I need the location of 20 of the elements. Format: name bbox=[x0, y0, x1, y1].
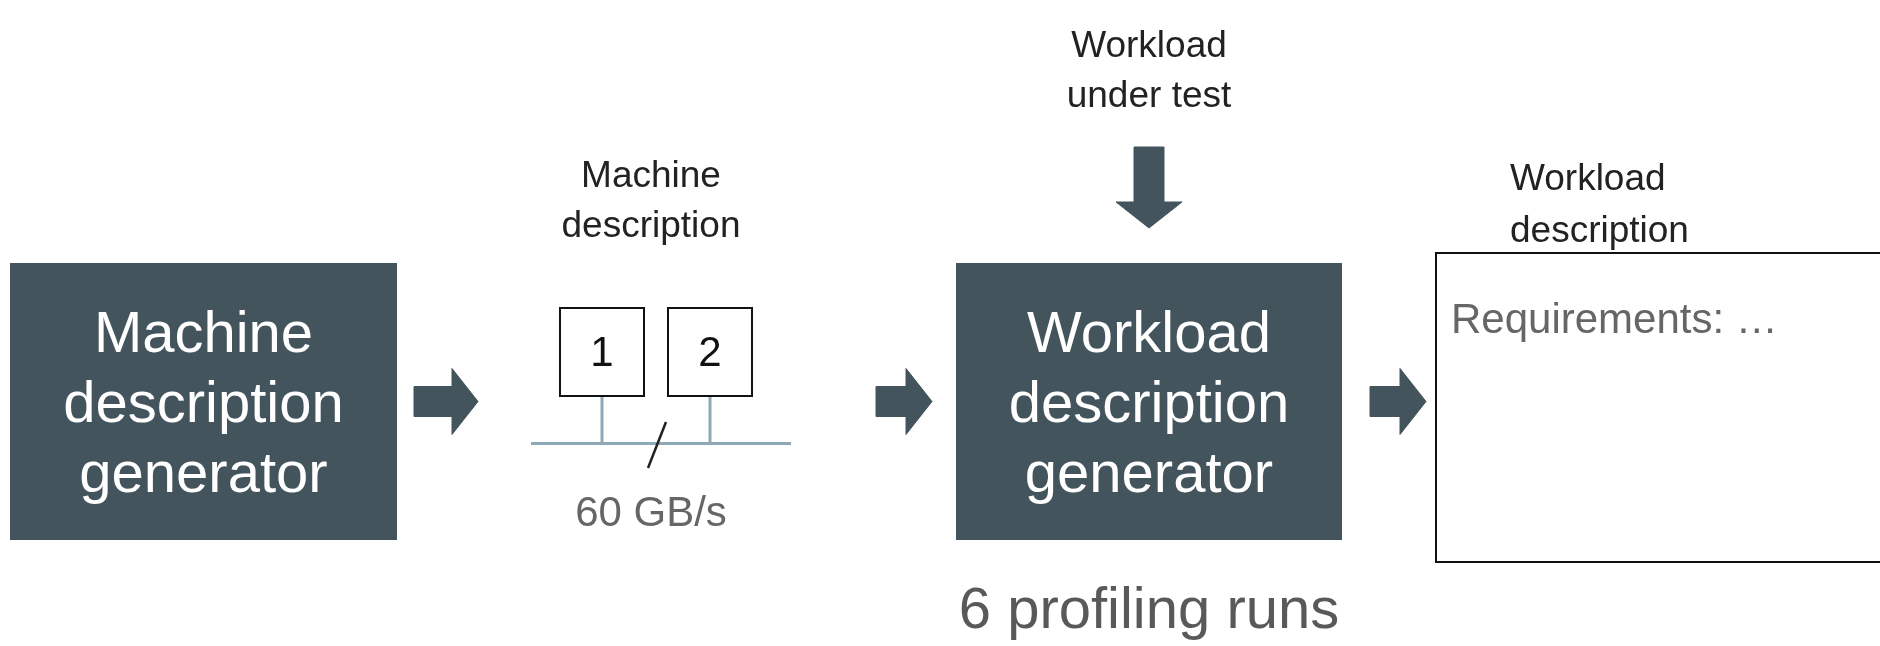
block-arrow bbox=[875, 368, 933, 435]
connector-line bbox=[600, 397, 604, 442]
block-arrow bbox=[413, 368, 479, 435]
heading: Workload description bbox=[1510, 156, 1690, 252]
heading: Machine description bbox=[560, 153, 742, 247]
connector-line bbox=[708, 397, 712, 442]
processor-number: 2 bbox=[698, 328, 722, 376]
process-box bbox=[10, 263, 397, 540]
bandwidth-label: 60 GB/s bbox=[574, 487, 728, 537]
bus-line bbox=[531, 442, 791, 445]
box-title: Workload description generator bbox=[1007, 297, 1291, 506]
block-arrow bbox=[1369, 368, 1427, 435]
node-label: 6 profiling runs bbox=[957, 574, 1341, 642]
processor-box bbox=[559, 307, 645, 397]
processor-box bbox=[667, 307, 753, 397]
processor-number: 1 bbox=[590, 328, 614, 376]
input-label: Workload under test bbox=[1065, 23, 1233, 117]
box-title: Machine description generator bbox=[62, 297, 345, 506]
block-arrow bbox=[1115, 146, 1183, 229]
requirements-text: Requirements: … bbox=[1451, 294, 1778, 344]
